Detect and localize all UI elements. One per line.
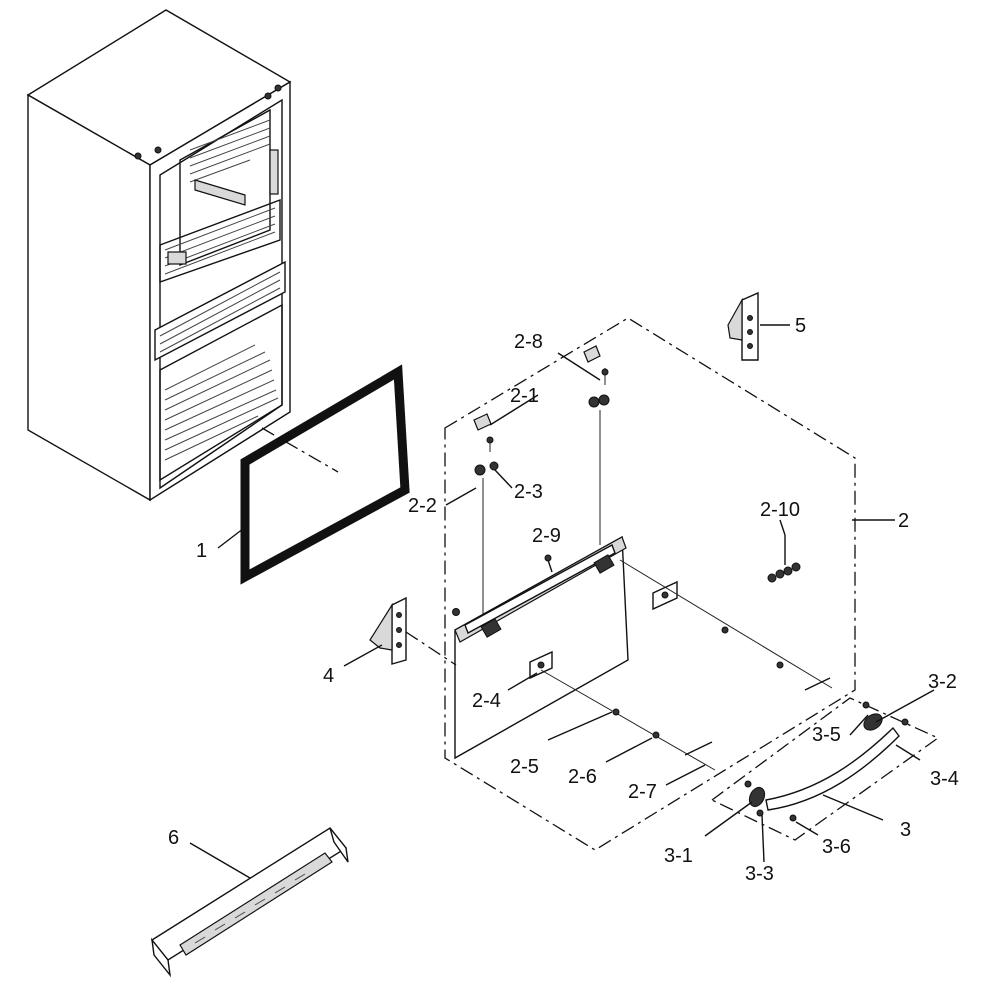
callout-1: 1 — [196, 540, 207, 562]
callout-2: 2 — [898, 510, 909, 532]
freezer-door-panel — [452, 535, 678, 760]
hinge-bracket-part-5 — [727, 291, 759, 361]
hinge-clip-part-2-8 — [583, 345, 610, 408]
callout-3-1: 3-1 — [664, 845, 693, 867]
fastener-set-part-2-10 — [767, 535, 801, 583]
callout-2-3: 2-3 — [514, 481, 543, 503]
callout-3: 3 — [900, 819, 911, 841]
hinge-clip-part-2-1 — [473, 413, 494, 452]
callout-2-8: 2-8 — [514, 331, 543, 353]
callout-3-5: 3-5 — [812, 724, 841, 746]
callout-labels: 1 2 2-1 2-2 2-3 2-4 2-5 2-6 2-7 2-8 2-9 … — [168, 315, 959, 885]
callout-5: 5 — [795, 315, 806, 337]
rail-line-right — [619, 559, 833, 689]
callout-2-6: 2-6 — [568, 766, 597, 788]
leader-lines — [189, 324, 935, 879]
callout-2-9: 2-9 — [532, 525, 561, 547]
callout-2-1: 2-1 — [510, 385, 539, 407]
freezer-basket-part-6 — [150, 827, 349, 978]
callout-3-6: 3-6 — [822, 836, 851, 858]
rail-line-left — [540, 669, 716, 771]
hinge-bracket-part-4 — [369, 596, 457, 666]
callout-6: 6 — [168, 827, 179, 849]
gasket-part — [240, 364, 410, 585]
screw-part-2-3 — [474, 461, 499, 476]
callout-2-2: 2-2 — [408, 495, 437, 517]
callout-4: 4 — [323, 665, 334, 687]
refrigerator-cabinet — [26, 9, 292, 502]
callout-3-4: 3-4 — [930, 768, 959, 790]
callout-2-7: 2-7 — [628, 781, 657, 803]
rail-parts — [612, 626, 831, 756]
handle-assembly-part-3 — [710, 697, 940, 841]
callout-2-5: 2-5 — [510, 756, 539, 778]
callout-2-10: 2-10 — [760, 499, 800, 521]
callout-2-4: 2-4 — [472, 690, 501, 712]
callout-3-3: 3-3 — [745, 863, 774, 885]
callout-3-2: 3-2 — [928, 671, 957, 693]
door-assembly-boundary — [444, 317, 856, 851]
